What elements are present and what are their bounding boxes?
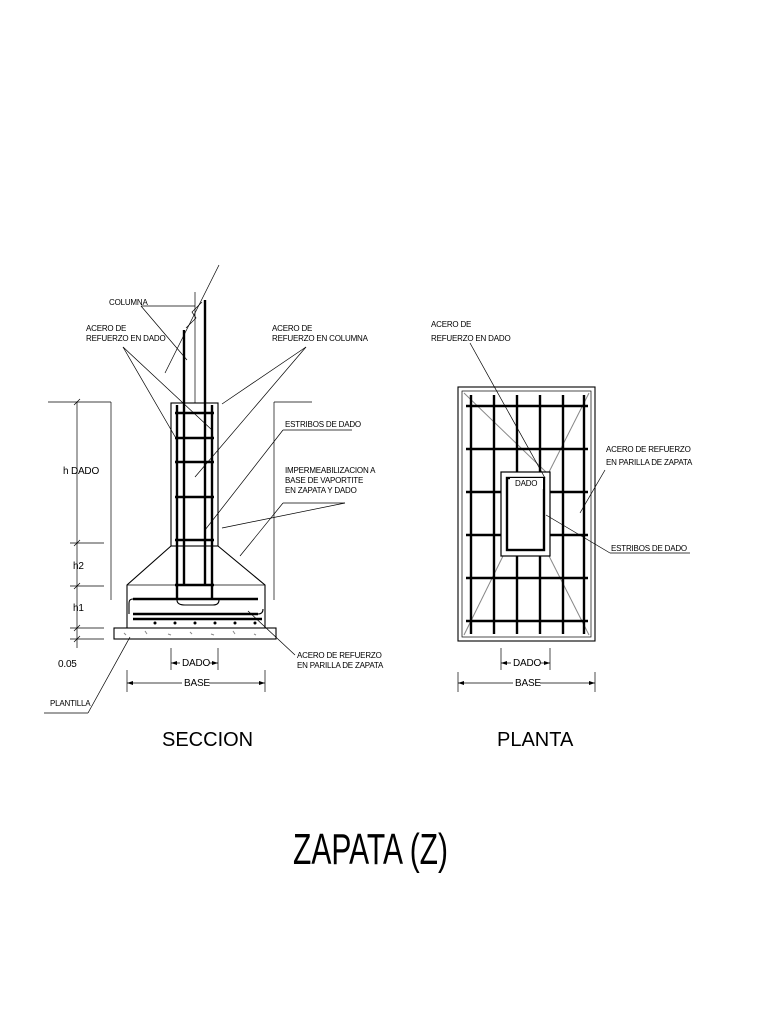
label-planta-dado-dim: DADO bbox=[513, 658, 542, 669]
label-005: 0.05 bbox=[58, 659, 77, 670]
plan-outline bbox=[457, 386, 596, 642]
label-imper-2: BASE DE VAPORTITE bbox=[285, 476, 363, 485]
label-dado-dim: DADO bbox=[182, 658, 211, 669]
label-estribos: ESTRIBOS DE DADO bbox=[285, 420, 361, 429]
label-planta-acero-dado-1: ACERO DE bbox=[431, 320, 471, 329]
label-planta-acero-dado-2: REFUERZO EN DADO bbox=[431, 334, 510, 343]
label-parilla-2: EN PARILLA DE ZAPATA bbox=[297, 661, 384, 670]
plantilla-slab bbox=[113, 627, 277, 640]
label-h2: h2 bbox=[73, 561, 84, 572]
footing-outline bbox=[126, 545, 266, 629]
label-planta-base-dim: BASE bbox=[515, 678, 541, 689]
label-acero-dado-2: REFUERZO EN DADO bbox=[86, 334, 165, 343]
label-acero-col-1: ACERO DE bbox=[272, 324, 312, 333]
label-planta-estribos: ESTRIBOS DE DADO bbox=[611, 544, 687, 553]
caption-planta: PLANTA bbox=[497, 729, 574, 751]
label-imper-1: IMPERMEABILIZACION A bbox=[285, 466, 376, 475]
label-acero-dado-1: ACERO DE bbox=[86, 324, 126, 333]
dado-outline bbox=[170, 402, 219, 547]
label-h1: h1 bbox=[73, 603, 84, 614]
section-view: COLUMNA ACERO DE REFUERZO EN DADO ACERO … bbox=[44, 264, 384, 751]
label-planta-parilla-1: ACERO DE REFUERZO bbox=[606, 445, 691, 454]
caption-seccion: SECCION bbox=[162, 729, 253, 751]
label-parilla-1: ACERO DE REFUERZO bbox=[297, 651, 382, 660]
drawing-title: ZAPATA (Z) bbox=[293, 825, 448, 874]
label-dado-box: DADO bbox=[515, 479, 537, 488]
label-imper-3: EN ZAPATA Y DADO bbox=[285, 486, 357, 495]
label-base-dim: BASE bbox=[184, 678, 210, 689]
plan-view: DADO ACERO DE REFUERZO EN DADO ACERO DE … bbox=[431, 320, 693, 751]
label-h-dado: h DADO bbox=[63, 466, 99, 477]
label-plantilla: PLANTILLA bbox=[50, 699, 91, 708]
label-acero-col-2: REFUERZO EN COLUMNA bbox=[272, 334, 369, 343]
label-columna: COLUMNA bbox=[109, 298, 148, 307]
label-planta-parilla-2: EN PARILLA DE ZAPATA bbox=[606, 458, 693, 467]
